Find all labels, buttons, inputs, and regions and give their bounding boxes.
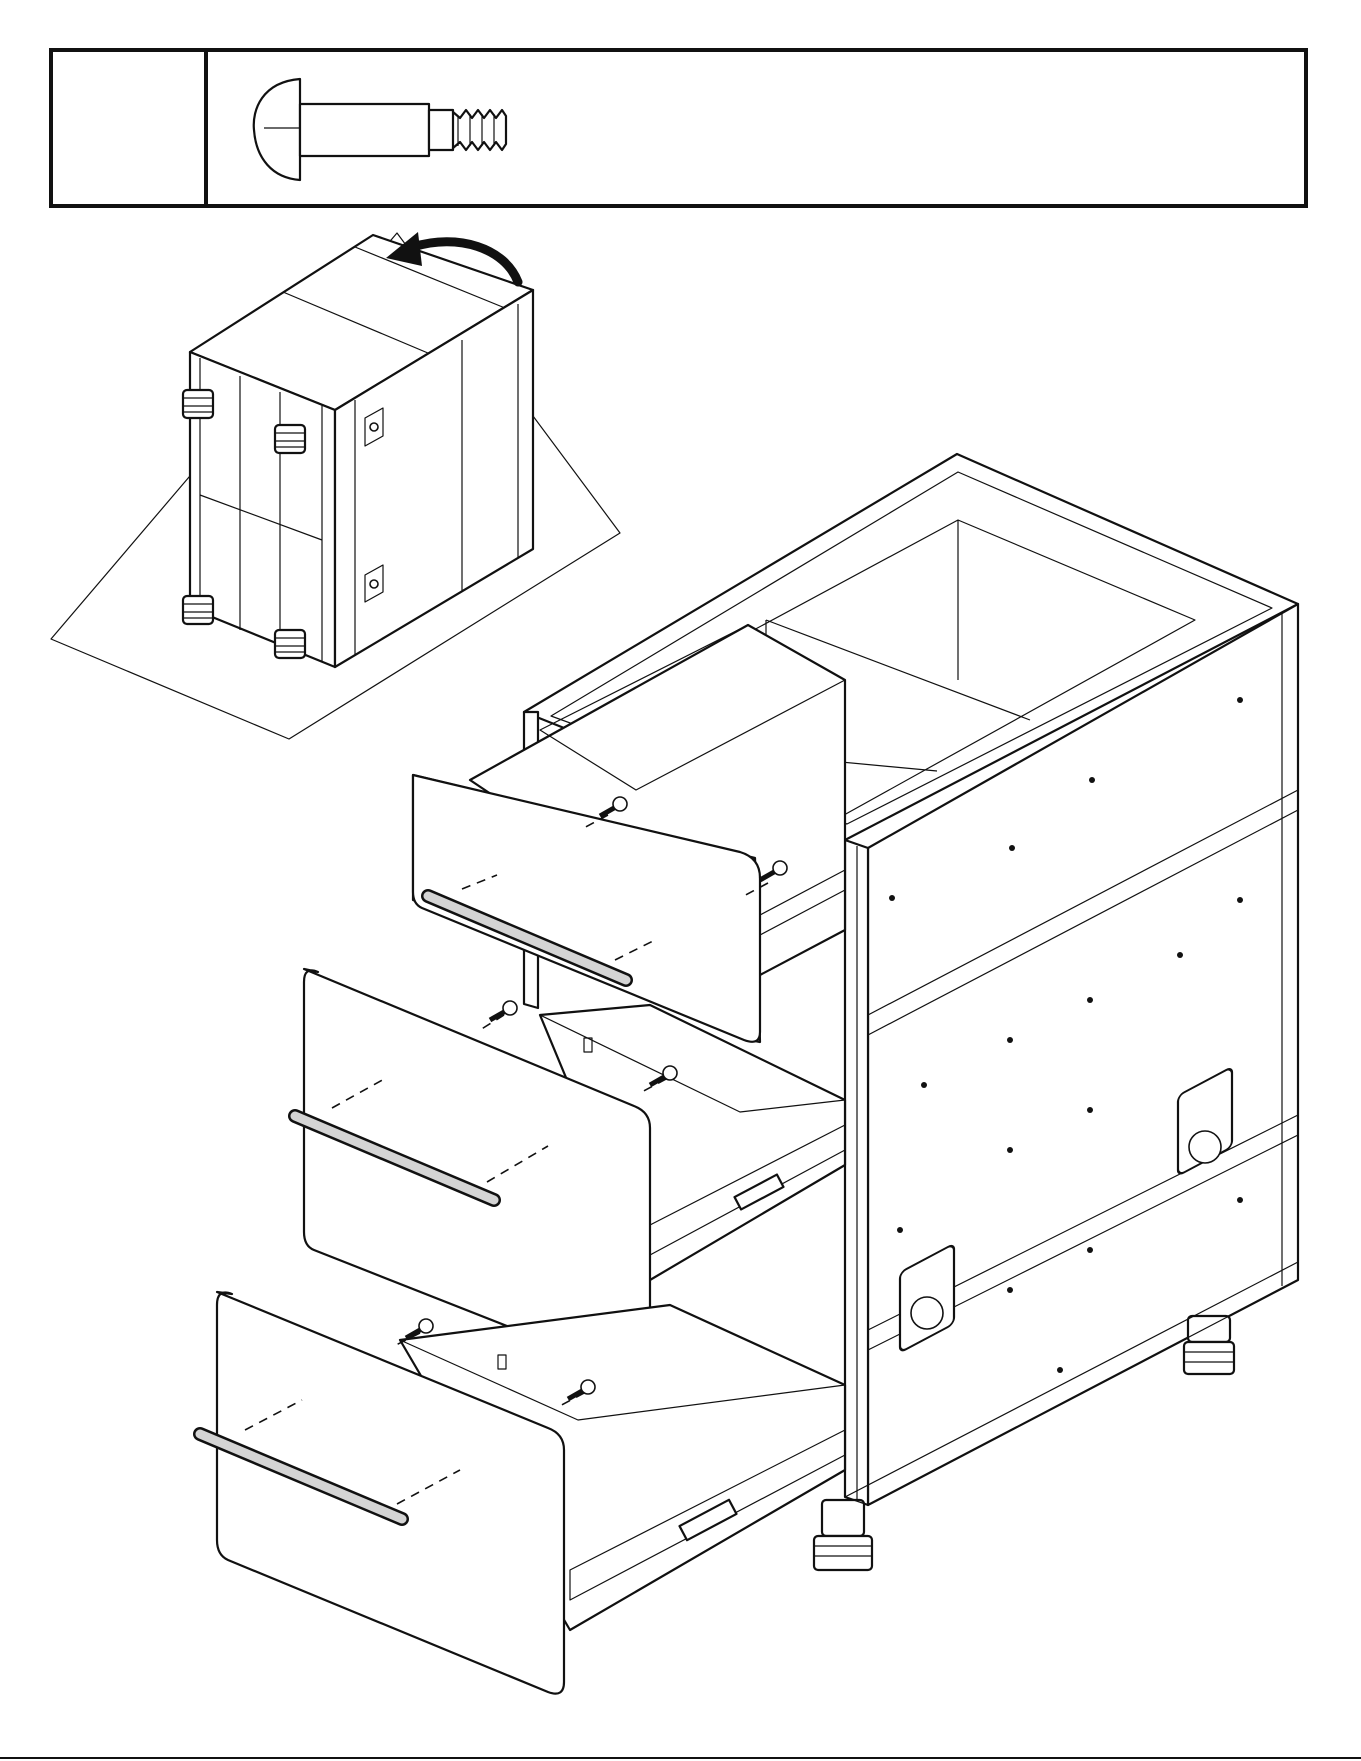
drawer-bottom [200, 1292, 845, 1694]
inset-leveling-foot [183, 596, 213, 624]
inset-leveling-foot [275, 425, 305, 453]
inset-leveling-foot [183, 390, 213, 418]
leveling-foot [1184, 1316, 1234, 1374]
inset-cabinet [183, 235, 533, 667]
screw-icon [490, 1001, 517, 1020]
drawer-middle [295, 969, 845, 1378]
parts-box [51, 50, 1306, 206]
inset-leveling-foot [275, 630, 305, 658]
leveling-foot [814, 1500, 872, 1570]
